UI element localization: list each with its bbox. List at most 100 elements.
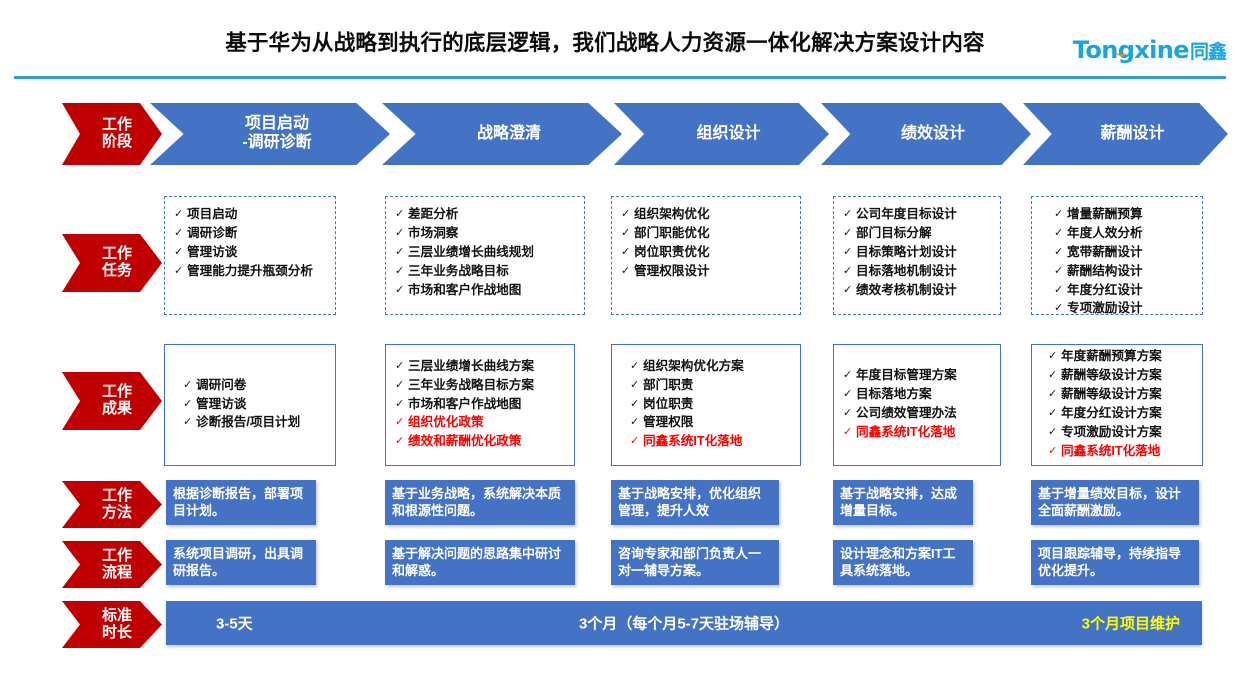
check-icon: ✓: [621, 208, 631, 220]
list-item-label: 调研诊断: [187, 225, 238, 240]
process-bar-2: 基于解决问题的思路集中研讨和解惑。: [385, 540, 575, 585]
task-box-1: ✓项目启动 ✓调研诊断 ✓管理访谈 ✓管理能力提升瓶颈分析: [164, 196, 336, 315]
check-icon: ✓: [843, 245, 853, 258]
list-item-label: 目标落地机制设计: [856, 263, 957, 278]
check-icon: ✓: [621, 245, 631, 258]
check-icon: ✓: [1054, 208, 1064, 220]
check-icon: ✓: [1048, 407, 1058, 419]
check-icon: ✓: [174, 245, 184, 258]
stage-chevron-1[interactable]: 项目启动 -调研诊断: [150, 103, 390, 165]
row-label-results-line2: 成果: [101, 400, 132, 417]
stage-chevron-3[interactable]: 组织设计: [614, 103, 829, 165]
stage-4-line1: 绩效设计: [900, 124, 965, 142]
list-item-label: 年度分红设计: [1067, 282, 1143, 297]
row-label-process: 工作 流程: [62, 541, 162, 588]
list-item: ✓同鑫系统IT化落地: [1048, 443, 1197, 461]
row-label-process-line1: 工作: [101, 546, 132, 564]
check-icon: ✓: [843, 425, 853, 438]
list-item-label: 年度薪酬预算方案: [1061, 349, 1162, 364]
check-icon: ✓: [843, 226, 853, 239]
check-icon: ✓: [395, 378, 405, 391]
list-item-label: 岗位职责: [643, 396, 694, 411]
stage-chevron-2[interactable]: 战略澄清: [382, 103, 622, 165]
list-item: ✓年度薪酬预算方案: [1048, 348, 1197, 366]
logo-chinese-label: 同鑫: [1189, 42, 1227, 63]
method-bar-1: 根据诊断报告，部署项目计划。: [166, 480, 316, 525]
check-icon: ✓: [395, 208, 405, 220]
list-item-label: 三层业绩增长曲线规划: [408, 244, 534, 259]
logo-smile-accent-icon: [1115, 49, 1127, 56]
row-label-process-line2: 流程: [101, 563, 132, 581]
list-item: ✓专项激励设计: [1054, 300, 1196, 318]
list-item: ✓管理权限: [630, 414, 795, 432]
list-item-label: 年度目标管理方案: [856, 368, 957, 383]
stage-2-line1: 战略澄清: [476, 124, 541, 142]
check-icon: ✓: [395, 226, 405, 239]
list-item: ✓管理访谈: [183, 396, 330, 414]
page-header: 基于华为从战略到执行的底层逻辑，我们战略人力资源一体化解决方案设计内容 Tong…: [0, 0, 1240, 80]
list-item: ✓宽带薪酬设计: [1054, 244, 1196, 262]
result-box-2: ✓三层业绩增长曲线方案 ✓三年业务战略目标方案 ✓市场和客户作战地图 ✓组织优化…: [385, 344, 575, 466]
check-icon: ✓: [1054, 283, 1064, 296]
check-icon: ✓: [843, 388, 853, 401]
check-icon: ✓: [621, 226, 631, 239]
row-label-results-line1: 工作: [101, 383, 132, 401]
list-item-label: 市场和客户作战地图: [408, 282, 522, 297]
list-item-label: 目标落地方案: [856, 387, 932, 402]
list-item-label: 同鑫系统IT化落地: [856, 424, 956, 439]
list-item-label: 部门职责: [643, 377, 694, 392]
row-label-duration: 标准 时长: [62, 601, 162, 648]
list-item-label: 绩效和薪酬优化政策: [408, 434, 522, 449]
check-icon: ✓: [630, 435, 640, 448]
list-item: ✓调研诊断: [174, 225, 329, 243]
list-item: ✓专项激励设计方案: [1048, 424, 1197, 442]
check-icon: ✓: [395, 397, 405, 410]
check-icon: ✓: [183, 397, 193, 410]
stage-3-line1: 组织设计: [696, 124, 761, 142]
check-icon: ✓: [843, 407, 853, 419]
list-item-label: 专项激励设计: [1067, 301, 1143, 316]
row-label-tasks: 工作 任务: [62, 234, 162, 292]
list-item-label: 宽带薪酬设计: [1067, 244, 1143, 259]
list-item: ✓年度人效分析: [1054, 225, 1196, 243]
stage-1-line2: -调研诊断: [242, 134, 312, 151]
check-icon: ✓: [1048, 444, 1058, 457]
result-box-5: ✓年度薪酬预算方案 ✓薪酬等级设计方案 ✓薪酬等级设计方案 ✓年度分红设计方案 …: [1031, 344, 1203, 466]
process-bar-3: 咨询专家和部门负责人一对一辅导方案。: [611, 540, 779, 585]
check-icon: ✓: [1054, 302, 1064, 315]
check-icon: ✓: [395, 416, 405, 429]
stage-chevron-5[interactable]: 薪酬设计: [1023, 103, 1228, 165]
process-bar-5: 项目跟踪辅导，持续指导优化提升。: [1031, 540, 1199, 585]
duration-segment-2: 3个月（每个月5-7天驻场辅导）: [578, 615, 790, 633]
row-label-stage-line1: 工作: [101, 116, 132, 134]
task-box-2: ✓差距分析 ✓市场洞察 ✓三层业绩增长曲线规划 ✓三年业务战略目标 ✓市场和客户…: [385, 196, 585, 315]
list-item-label: 三层业绩增长曲线方案: [408, 358, 534, 373]
list-item-label: 诊断报告/项目计划: [196, 415, 301, 430]
check-icon: ✓: [395, 264, 405, 277]
check-icon: ✓: [630, 416, 640, 429]
list-item-label: 三年业务战略目标: [408, 263, 509, 278]
list-item: ✓调研问卷: [183, 377, 330, 395]
list-item: ✓同鑫系统IT化落地: [630, 433, 795, 451]
list-item: ✓市场和客户作战地图: [395, 396, 569, 414]
list-item-label: 项目启动: [187, 207, 238, 221]
task-box-5: ✓增量薪酬预算 ✓年度人效分析 ✓宽带薪酬设计 ✓薪酬结构设计 ✓年度分红设计 …: [1031, 196, 1203, 315]
check-icon: ✓: [1048, 425, 1058, 438]
check-icon: ✓: [621, 264, 631, 277]
check-icon: ✓: [843, 208, 853, 220]
row-label-methods-line2: 方法: [101, 503, 132, 521]
duration-segment-1: 3-5天: [216, 615, 253, 633]
check-icon: ✓: [183, 416, 193, 429]
list-item: ✓目标策略计划设计: [843, 244, 994, 262]
check-icon: ✓: [1054, 245, 1064, 258]
list-item-label: 差距分析: [408, 207, 459, 221]
list-item: ✓年度目标管理方案: [843, 367, 995, 385]
list-item: ✓部门目标分解: [843, 225, 994, 243]
check-icon: ✓: [630, 359, 640, 372]
stage-chevron-4[interactable]: 绩效设计: [821, 103, 1031, 165]
process-bar-4: 设计理念和方案IT工具系统落地。: [833, 540, 973, 585]
list-item: ✓年度分红设计: [1054, 282, 1196, 300]
stage-1-line1: 项目启动: [244, 115, 309, 133]
check-icon: ✓: [843, 264, 853, 277]
list-item: ✓目标落地机制设计: [843, 263, 994, 281]
